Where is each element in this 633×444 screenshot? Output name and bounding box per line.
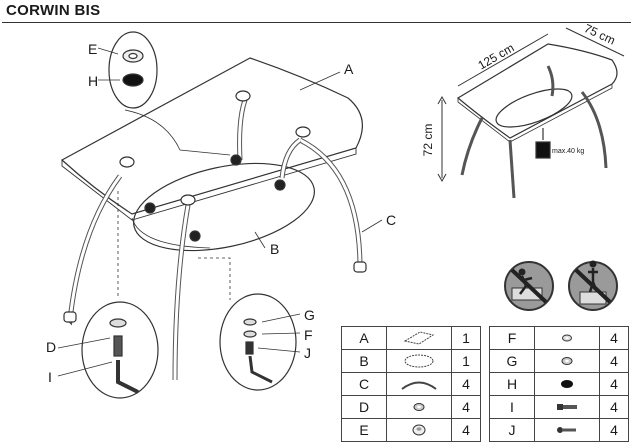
- product-title: CORWIN BIS: [6, 2, 101, 19]
- dim-width: 75 cm: [582, 21, 618, 48]
- glass-shelf-icon: [386, 349, 452, 373]
- no-climbing-icon: [504, 261, 554, 311]
- part-quantity: 4: [451, 395, 481, 419]
- parts-gap: [480, 372, 490, 396]
- small-washer-icon: [534, 326, 600, 350]
- part-letter: G: [489, 349, 535, 373]
- parts-gap: [480, 326, 490, 350]
- part-quantity: 4: [599, 395, 629, 419]
- part-quantity: 4: [451, 372, 481, 396]
- part-quantity: 1: [451, 326, 481, 350]
- inset-pad: [108, 31, 158, 109]
- leg: [66, 174, 123, 326]
- part-quantity: 4: [451, 418, 481, 442]
- part-quantity: 1: [451, 349, 481, 373]
- part-quantity: 4: [599, 326, 629, 350]
- dim-max-load: max.40 kg: [552, 148, 584, 155]
- part-letter: J: [489, 418, 535, 442]
- dim-length: 125 cm: [475, 41, 516, 73]
- glass-shelf: [133, 162, 315, 252]
- leg-icon: [386, 372, 452, 396]
- washer-icon: [534, 349, 600, 373]
- callout-d: D: [46, 339, 56, 355]
- callout-a: A: [344, 61, 354, 77]
- callout-f: F: [304, 327, 313, 343]
- part-letter: E: [341, 418, 387, 442]
- part-letter: A: [341, 326, 387, 350]
- callout-b: B: [270, 241, 279, 257]
- parts-gap: [480, 418, 490, 442]
- callout-c: C: [386, 212, 396, 228]
- callout-j: J: [304, 345, 311, 361]
- glass-top-icon: [386, 326, 452, 350]
- part-quantity: 4: [599, 372, 629, 396]
- screw-icon: [534, 418, 600, 442]
- dim-glass-top: [456, 43, 618, 139]
- parts-gap: [480, 395, 490, 419]
- part-letter: F: [489, 326, 535, 350]
- part-letter: D: [341, 395, 387, 419]
- inset-leg-bolt: [81, 301, 159, 399]
- title-divider: [2, 22, 631, 23]
- part-letter: I: [489, 395, 535, 419]
- dim-height: 72 cm: [421, 124, 435, 157]
- part-letter: B: [341, 349, 387, 373]
- weight-icon: [535, 141, 551, 159]
- part-quantity: 4: [599, 418, 629, 442]
- no-standing-icon: [568, 260, 618, 311]
- callout-i: I: [48, 369, 52, 385]
- inset-shelf-screw: [219, 293, 297, 391]
- part-letter: C: [341, 372, 387, 396]
- bolt-icon: [534, 395, 600, 419]
- part-letter: H: [489, 372, 535, 396]
- callout-g: G: [304, 307, 315, 323]
- part-quantity: 4: [599, 349, 629, 373]
- glass-top: [60, 57, 363, 215]
- callout-e: E: [88, 41, 97, 57]
- rubber-pad-icon: [534, 372, 600, 396]
- washer-icon: [386, 395, 452, 419]
- parts-gap: [480, 349, 490, 373]
- suction-pad-icon: [386, 418, 452, 442]
- callout-h: H: [88, 73, 98, 89]
